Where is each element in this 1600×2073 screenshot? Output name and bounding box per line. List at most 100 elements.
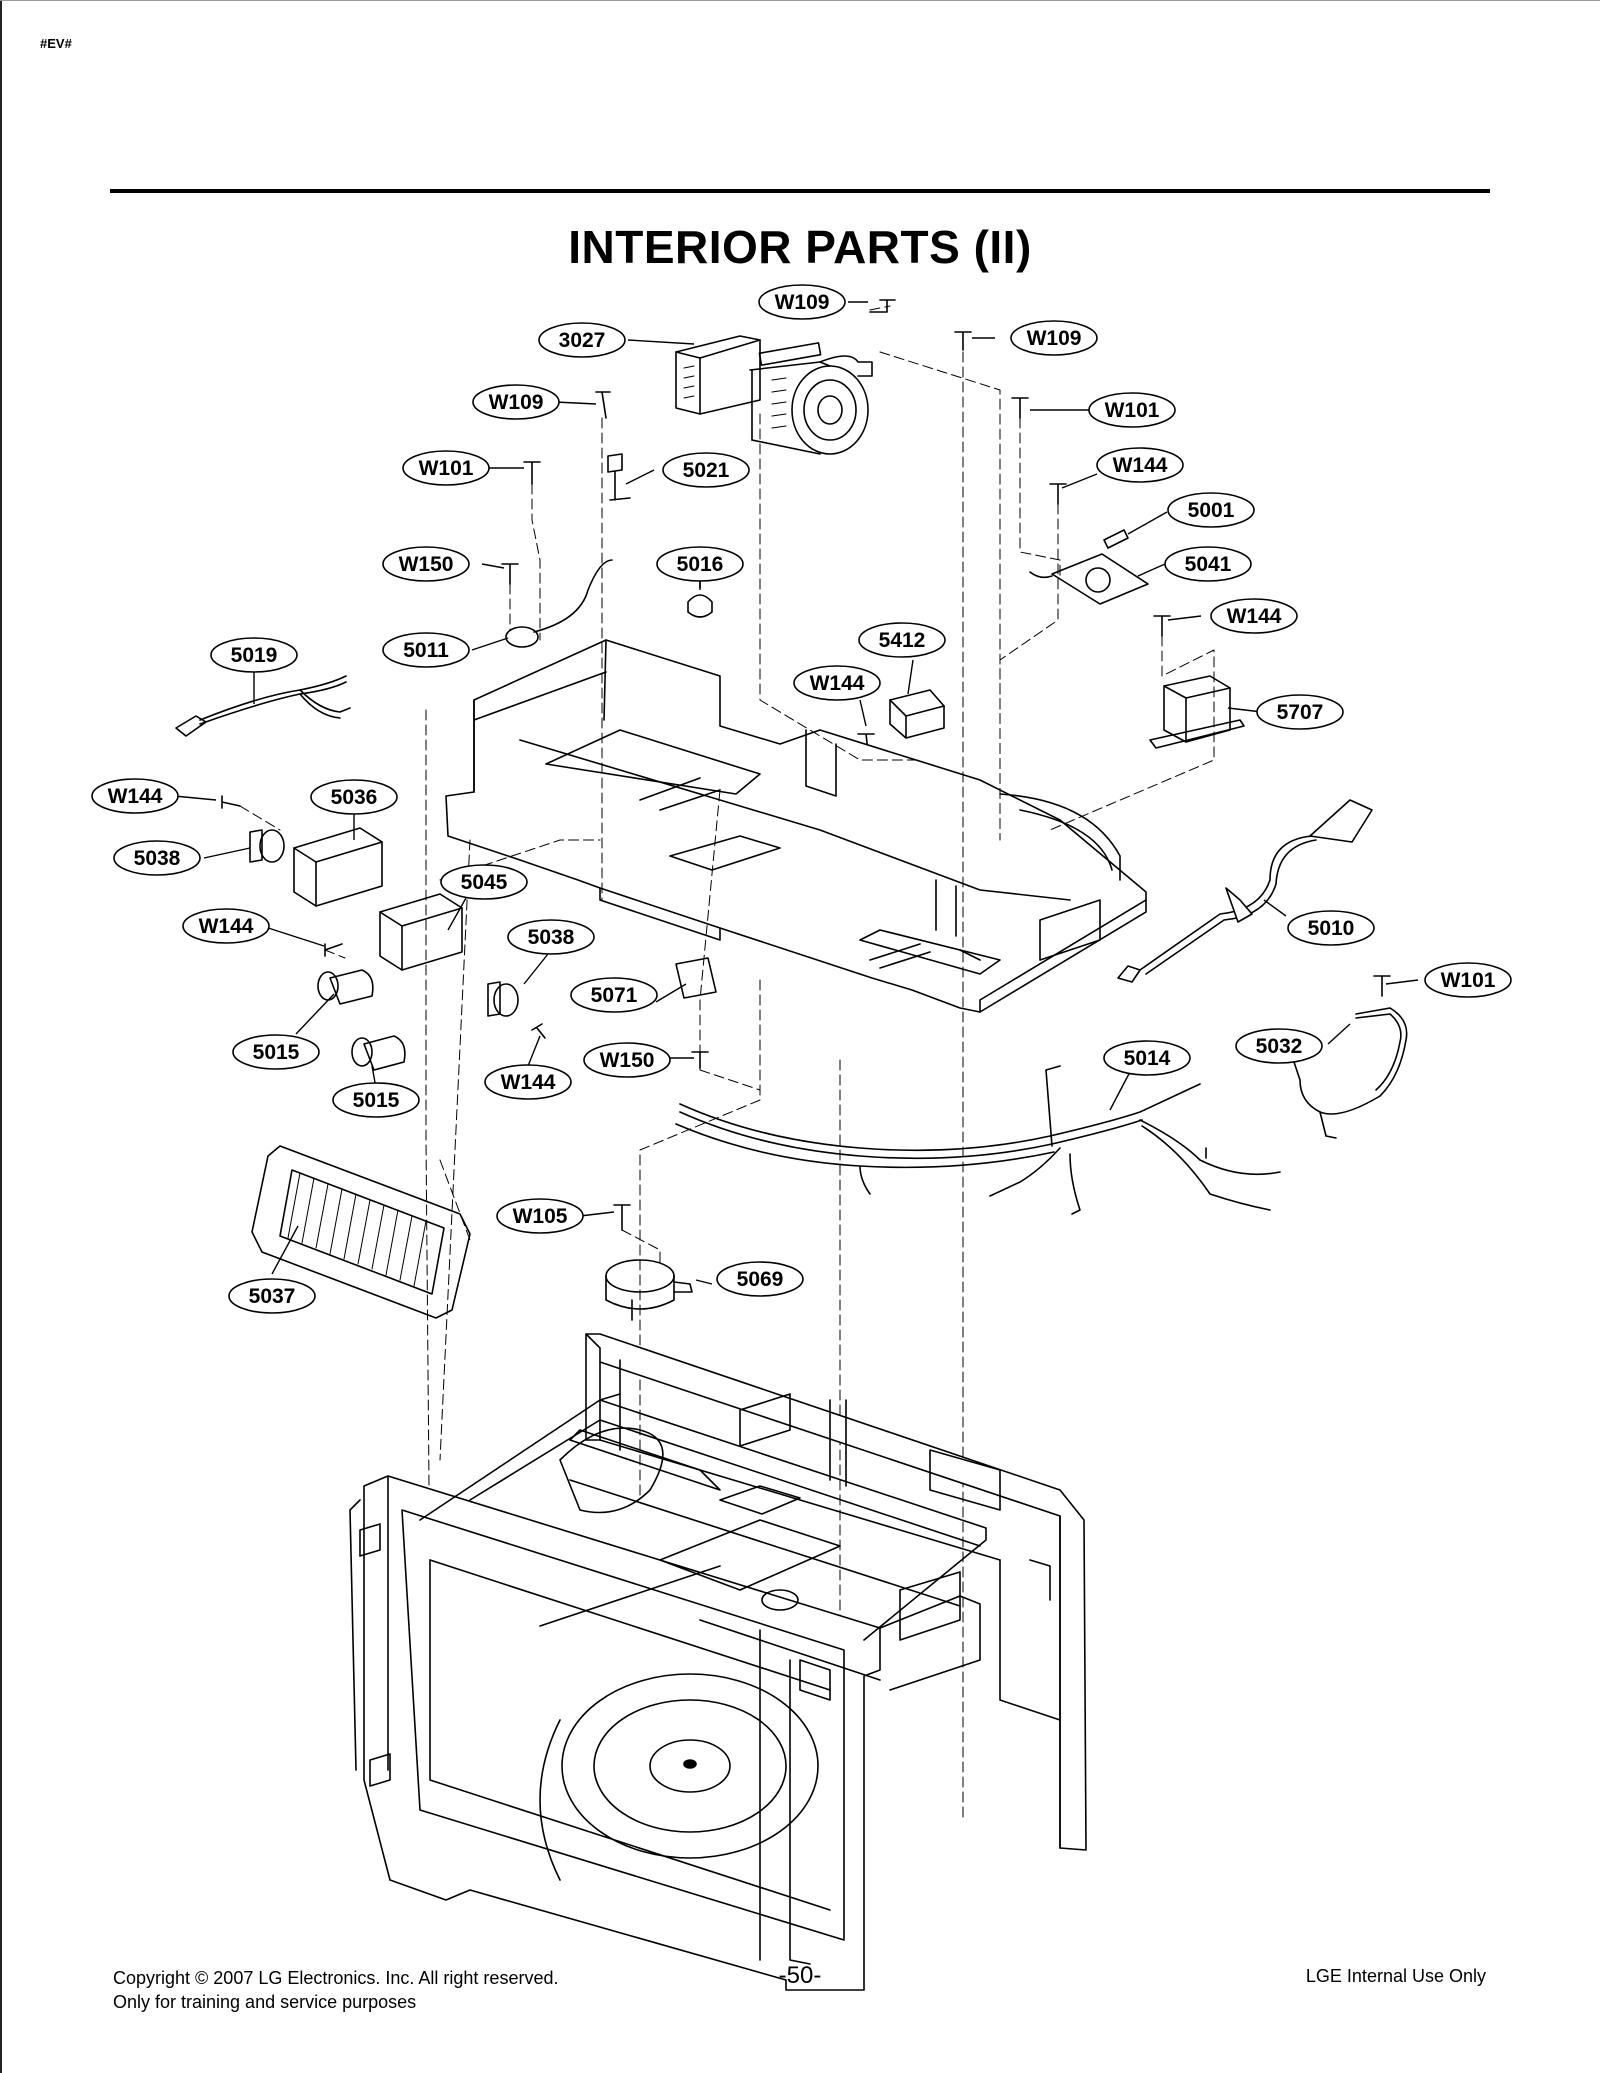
- callout-oval: [570, 977, 658, 1013]
- callout-oval: [1256, 694, 1344, 730]
- callout-w144: W144: [182, 908, 270, 944]
- page-number: -50-: [778, 1962, 822, 1989]
- callout-5011: 5011: [382, 632, 470, 668]
- callout-label: W105: [513, 1205, 568, 1228]
- callout-label: W144: [1227, 605, 1282, 628]
- footer-internal: LGE Internal Use Only: [1305, 1966, 1486, 1986]
- callout-oval: [496, 1198, 584, 1234]
- callout-label: 5037: [249, 1285, 296, 1308]
- callout-label: 5038: [134, 847, 181, 870]
- callout-oval: [1164, 546, 1252, 582]
- callout-5016: 5016: [656, 546, 744, 582]
- callout-label: 3027: [559, 329, 606, 352]
- callout-oval: [1167, 492, 1255, 528]
- callout-label: 5707: [1277, 701, 1324, 724]
- callout-w109: W109: [758, 284, 846, 320]
- callout-label: W101: [419, 457, 474, 480]
- callout-oval: [210, 637, 298, 673]
- screw-drawings: [221, 299, 1391, 1231]
- callout-label: 5041: [1185, 553, 1232, 576]
- callout-5010: 5010: [1287, 910, 1375, 946]
- callout-5014: 5014: [1103, 1040, 1191, 1076]
- callout-5032: 5032: [1235, 1028, 1323, 1064]
- callout-5037: 5037: [228, 1278, 316, 1314]
- callout-w109: W109: [472, 384, 560, 420]
- callout-label: W109: [489, 391, 544, 414]
- callout-label: 5015: [253, 1041, 300, 1064]
- wire-harness-drawings: [175, 675, 1408, 1215]
- callout-oval: [662, 452, 750, 488]
- callout-label: 5045: [461, 871, 508, 894]
- callout-oval: [484, 1064, 572, 1100]
- callout-label: 5032: [1256, 1035, 1303, 1058]
- callout-oval: [1235, 1028, 1323, 1064]
- cabinet-drawing: [349, 1333, 1087, 1991]
- callout-5071: 5071: [570, 977, 658, 1013]
- page-title: INTERIOR PARTS (II): [568, 221, 1032, 273]
- callout-w150: W150: [583, 1042, 671, 1078]
- callout-label: W144: [501, 1071, 556, 1094]
- callout-oval: [113, 840, 201, 876]
- callout-label: 5021: [683, 459, 730, 482]
- callout-5707: 5707: [1256, 694, 1344, 730]
- callout-5041: 5041: [1164, 546, 1252, 582]
- document-tag: #EV#: [40, 36, 72, 51]
- page-border-left: [0, 0, 2, 2073]
- assembly-guide-lines: [239, 305, 1215, 1921]
- callout-5038: 5038: [507, 919, 595, 955]
- base-plate-drawing: [445, 639, 1147, 1013]
- callout-oval: [472, 384, 560, 420]
- callout-label: W144: [810, 672, 865, 695]
- callout-oval: [1287, 910, 1375, 946]
- callout-oval: [583, 1042, 671, 1078]
- callout-label: 5011: [403, 639, 449, 662]
- callout-oval: [440, 864, 528, 900]
- callout-oval: [91, 778, 179, 814]
- callout-label: W150: [600, 1049, 655, 1072]
- callout-label: 5019: [231, 644, 278, 667]
- footer-purpose: Only for training and service purposes: [113, 1992, 417, 2012]
- callout-5021: 5021: [662, 452, 750, 488]
- callout-oval: [1424, 962, 1512, 998]
- callout-oval: [1010, 320, 1098, 356]
- callout-label: W101: [1441, 969, 1496, 992]
- callout-w101: W101: [1088, 392, 1176, 428]
- footer-copyright-block: Copyright © 2007 LG Electronics. Inc. Al…: [113, 1966, 558, 2014]
- callout-3027: 3027: [538, 322, 626, 358]
- callout-oval: [1103, 1040, 1191, 1076]
- callout-oval: [332, 1082, 420, 1118]
- callout-label: W144: [1113, 454, 1168, 477]
- callout-label: 5071: [591, 984, 638, 1007]
- callout-oval: [858, 622, 946, 658]
- callout-w101: W101: [402, 450, 490, 486]
- callout-oval: [716, 1261, 804, 1297]
- callout-oval: [656, 546, 744, 582]
- callout-w101: W101: [1424, 962, 1512, 998]
- callout-oval: [1088, 392, 1176, 428]
- callout-oval: [310, 779, 398, 815]
- callout-5412: 5412: [858, 622, 946, 658]
- callout-leader-lines: [173, 301, 1419, 1285]
- callout-w105: W105: [496, 1198, 584, 1234]
- callout-oval: [232, 1034, 320, 1070]
- callout-label: W144: [199, 915, 254, 938]
- callout-w109: W109: [1010, 320, 1098, 356]
- callout-oval: [182, 908, 270, 944]
- callout-label: 5010: [1308, 917, 1355, 940]
- callout-label: 5015: [353, 1089, 400, 1112]
- callout-5001: 5001: [1167, 492, 1255, 528]
- callout-label: W144: [108, 785, 163, 808]
- callout-oval: [228, 1278, 316, 1314]
- callout-oval: [1210, 598, 1298, 634]
- callout-oval: [1096, 447, 1184, 483]
- callout-label: 5038: [528, 926, 575, 949]
- callout-w144: W144: [91, 778, 179, 814]
- callout-5069: 5069: [716, 1261, 804, 1297]
- callout-w144: W144: [1210, 598, 1298, 634]
- title-rule: [110, 189, 1490, 193]
- callout-label: 5016: [677, 553, 724, 576]
- callout-5036: 5036: [310, 779, 398, 815]
- callout-label: W101: [1105, 399, 1160, 422]
